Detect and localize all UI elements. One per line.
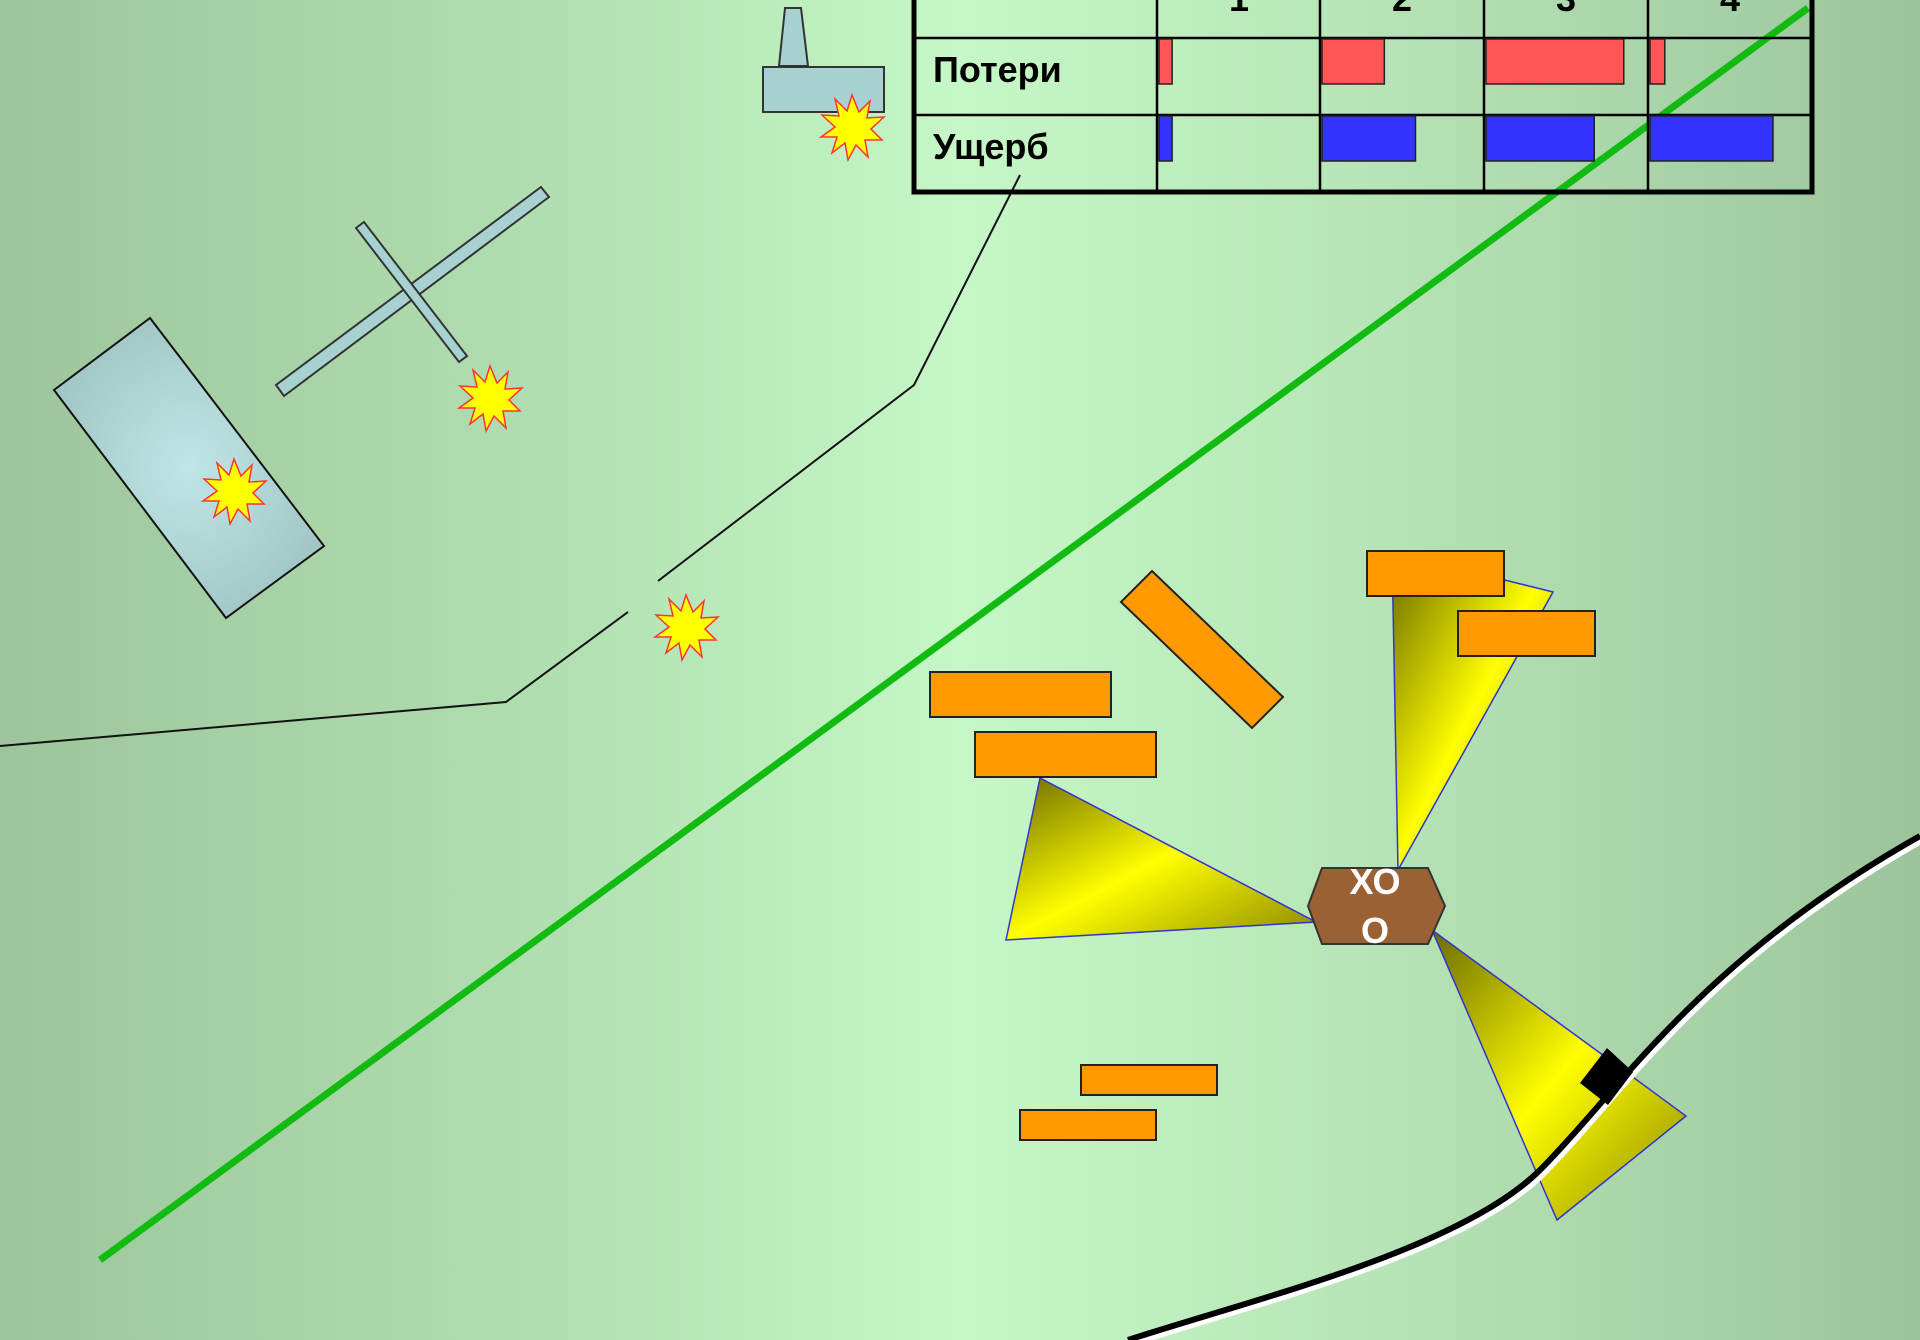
damage-bar-2 [1321,115,1417,162]
losses-bar-2 [1321,38,1386,85]
column-header-3: 3 [1484,0,1648,20]
column-header-2: 2 [1320,0,1484,20]
railway-marker [1580,1048,1633,1105]
building-blocks [929,550,1596,1141]
aircraft-icon [274,185,551,398]
command-post [1306,867,1447,945]
explosion-icon [654,594,719,661]
damage-bar-4 [1649,115,1774,162]
column-header-1: 1 [1157,0,1321,20]
row-label-losses: Потери [933,49,1062,90]
command-post-label-line1: ХО [1349,861,1401,902]
losses-bar-4 [1649,38,1666,85]
row-label-damage: Ущерб [933,126,1049,167]
building [1366,550,1505,597]
front-line [97,5,1811,1263]
route-line [0,611,629,747]
building [1080,1064,1218,1096]
damage-bar-1 [1158,115,1173,162]
command-post-label-line2: О [1360,910,1389,951]
column-header-4: 4 [1648,0,1812,20]
sector-right [1430,927,1688,1222]
building [1119,569,1285,730]
losses-bar-1 [1158,38,1173,85]
losses-bar-3 [1485,38,1625,85]
results-table [911,0,1815,195]
building [1019,1109,1157,1141]
railway-line [1127,833,1920,1340]
building [929,671,1112,718]
sector-left [1005,776,1319,941]
damage-bar-3 [1485,115,1595,162]
airfield-pad [52,316,326,620]
building [974,731,1157,778]
railway-white [1133,838,1920,1340]
building [1457,610,1596,657]
route-line-upper [657,174,1021,582]
sector-top [1391,551,1555,873]
factory-icon [762,7,885,113]
explosion-icon [458,365,523,432]
